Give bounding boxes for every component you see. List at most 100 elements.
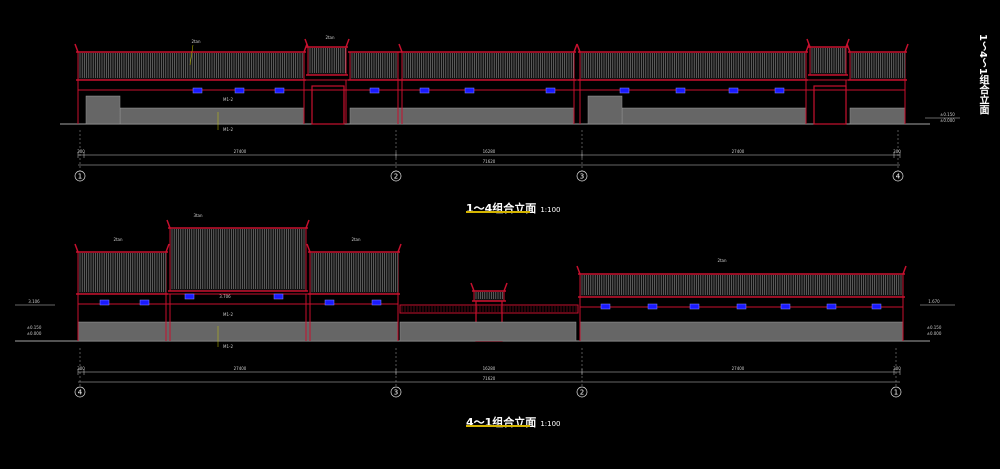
e2-axis-bubble-label: 3 [394,389,398,397]
e2-roof-c-end-r [397,243,402,253]
e2-roof-d-end-r [902,265,907,275]
e2-axis-bubble [576,386,588,398]
e1-roof-e [849,51,906,81]
e2-window [600,303,611,310]
e2-window [871,303,882,310]
e2-level-mark-r: 1.670 [928,299,940,304]
e1-level-mark: ±0.000 [940,118,955,123]
e1-gate-b [813,85,847,125]
e1-axis-bubble [74,170,86,182]
e1-dim-label: 27400 [732,149,745,154]
e2-axis-bubble [890,386,902,398]
e1-axis-bubble [576,170,588,182]
e2-roof-b-end-r [305,219,310,229]
elevation-2-title-underline [466,425,530,427]
e1-note-tag-2: M1-2 [223,127,233,132]
e1-window [728,87,739,94]
e2-dim-label: 27400 [234,366,247,371]
e1-axis-bubble [390,170,402,182]
e1-window [369,87,380,94]
e2-window [184,293,195,300]
e1-roof-d [579,51,807,81]
side-title: 1～4～1组合立面 [977,34,988,115]
e2-roof-tag: 2tan [113,237,123,242]
e1-dim-label: 27400 [234,149,247,154]
e2-window [99,299,110,306]
e1-window [464,87,475,94]
e1-roof-d-end-l [576,43,581,53]
e1-roof-a-end-r [303,43,308,53]
e1-roof-gate-b-end-r [845,38,850,48]
e1-note-tag: M1-2 [223,97,233,102]
e2-axis-bubble-label: 1 [894,389,898,397]
e1-gate-a [311,85,345,125]
e2-dim-label: 300 [77,366,85,371]
e2-roof-d-end-l [576,265,581,275]
e1-axis-bubble [892,170,904,182]
e1-window [619,87,630,94]
e2-window [826,303,837,310]
e2-roof-tag: 2tan [351,237,361,242]
e1-axis-bubble-label: 1 [78,173,82,181]
e2-dim-label: 27400 [732,366,745,371]
e1-roof-gate-a-end-r [345,38,350,48]
e2-window [371,299,382,306]
e2-window [780,303,791,310]
e1-roof-tag: 2tan [325,35,335,40]
e2-level-mark-r: ±0.000 [927,331,942,336]
e1-roof-e-end-l [846,43,851,53]
e1-roof-gate-a-end-l [304,38,309,48]
e2-level-mark: 3.106 [28,299,40,304]
e1-level-mark: ±0.150 [940,112,955,117]
e1-window [274,87,285,94]
e2-roof-tag: 3tan [193,213,203,218]
e1-window [419,87,430,94]
e1-dim-total-label: 71620 [483,159,496,164]
e2-note-tag-2: M1-2 [223,344,233,349]
elevation-2-scale: 1:100 [540,420,561,428]
e2-window [689,303,700,310]
e2-dim-total-label: 71620 [483,376,496,381]
e1-roof-tag: 2tan [191,39,201,44]
e1-roof-c-end-r [573,43,578,53]
e2-window [324,299,335,306]
e2-axis-bubble-label: 4 [78,389,83,397]
e2-axis-bubble [390,386,402,398]
e1-axis-bubble-label: 3 [580,173,584,181]
e2-dim-label: 300 [893,366,901,371]
e2-level-mark-r: ±0.150 [927,325,942,330]
e1-roof-c-end-l [398,43,403,53]
e2-mid-tag: 3.706 [219,294,231,299]
e2-roof-a-end-r [165,243,170,253]
e2-roof-tag: 2tan [717,258,727,263]
e2-axis-bubble-label: 2 [580,389,584,397]
e2-frame-band-a [77,293,399,305]
e2-roof-gate-end-r [503,282,508,292]
elevation-1-title: 1～4组合立面 [466,202,537,215]
elevation-2-title: 4～1组合立面 [466,416,537,429]
e2-level-mark: ±0.000 [27,331,42,336]
e1-roof-gate-a [307,46,347,76]
elevation-1-title-underline [466,211,530,213]
e2-roof-b-end-l [166,219,171,229]
e1-window [545,87,556,94]
e1-roof-d-end-r [805,43,810,53]
e1-roof-a [77,51,305,81]
e1-dim-label: 300 [893,149,901,154]
e1-dim-label: 300 [77,149,85,154]
e2-roof-gate-end-l [470,282,475,292]
e2-wall-mid [399,321,577,342]
e2-level-mark: ±0.150 [27,325,42,330]
e2-dim-label: 16280 [483,366,496,371]
e2-window [647,303,658,310]
e1-axis-bubble-label: 4 [896,173,901,181]
e2-roof-a-end-l [74,243,79,253]
e1-dim-label: 16280 [483,149,496,154]
e2-connector-wall [399,304,579,314]
elevation-1-scale: 1:100 [540,206,561,214]
e2-note-tag: M1-2 [223,312,233,317]
e2-window [139,299,150,306]
e1-roof-e-end-r [904,43,909,53]
